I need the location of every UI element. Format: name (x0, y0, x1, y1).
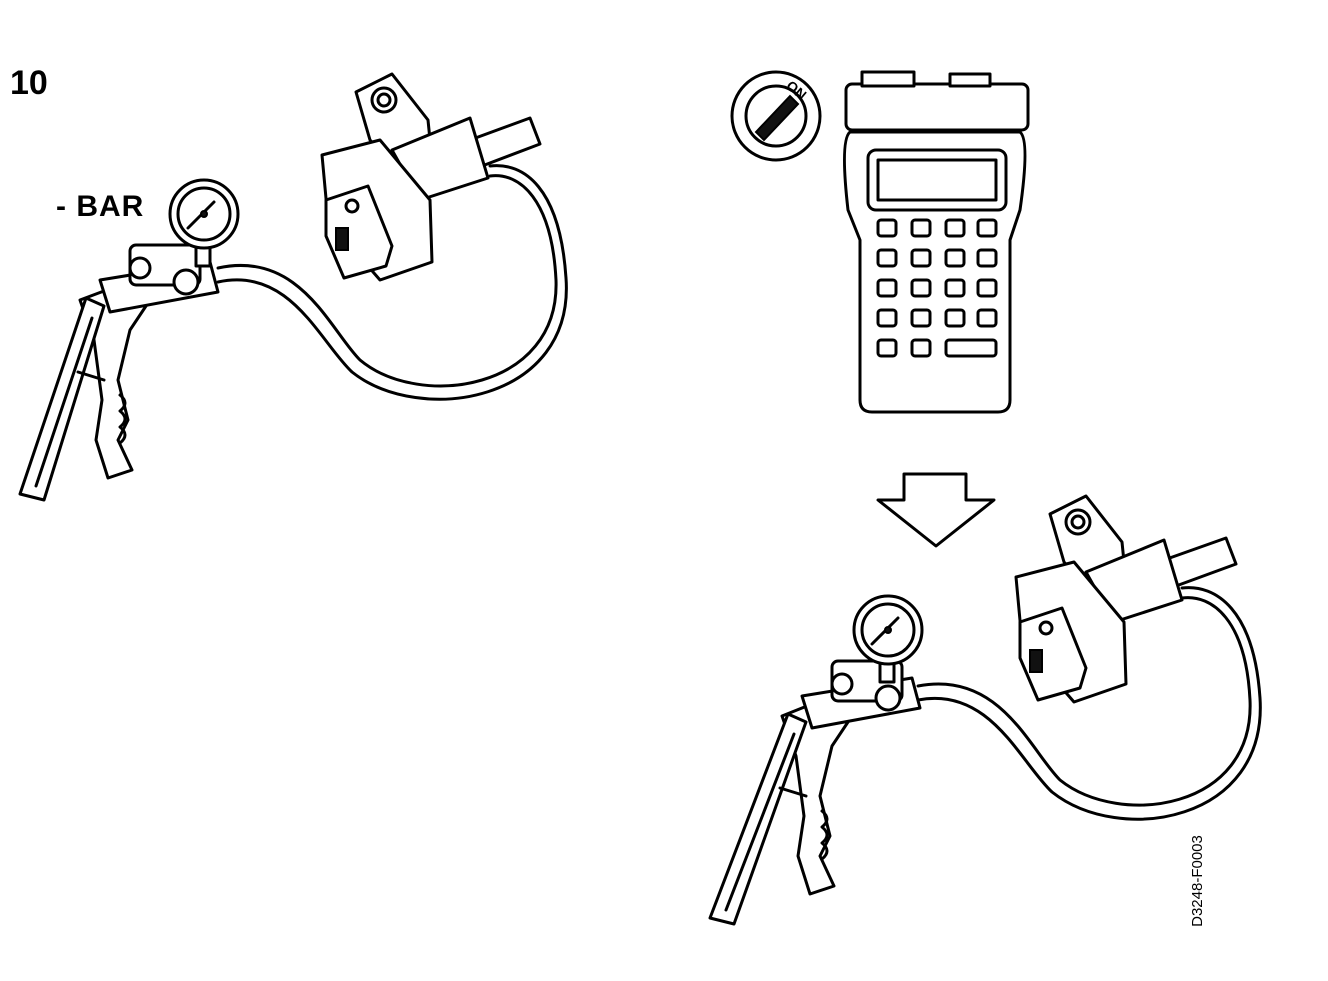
vacuum-gauge-right (852, 594, 924, 684)
hand-vacuum-pump-right (708, 659, 922, 926)
down-arrow-icon (876, 472, 996, 548)
pressure-sensor-right (1014, 494, 1238, 704)
step-number: 10 (10, 64, 48, 102)
gauge-label: - BAR (56, 190, 145, 223)
vacuum-hose-right (916, 586, 1262, 821)
vacuum-hose-left (216, 164, 568, 401)
pressure-sensor-left (320, 72, 542, 282)
ignition-switch-icon (730, 70, 822, 162)
hand-vacuum-pump-left (18, 243, 220, 502)
diagnostic-tester (842, 70, 1030, 414)
tester-keypad (876, 218, 998, 358)
vacuum-gauge-left (168, 178, 240, 268)
drawing-code: D3248-F0003 (1189, 835, 1206, 927)
